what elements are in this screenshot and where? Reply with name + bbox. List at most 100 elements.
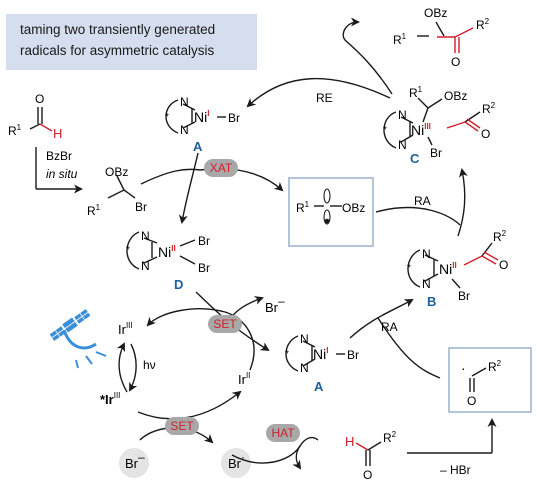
aldehyde-h: H: [53, 126, 62, 141]
svg-text:O: O: [481, 127, 490, 141]
ir3-label: IrIII: [118, 321, 133, 337]
svg-text:R2: R2: [488, 359, 502, 374]
svg-text:N: N: [141, 259, 150, 273]
svg-text:Br: Br: [458, 289, 470, 303]
svg-text:*: *: [285, 349, 289, 360]
title-line-2: radicals for asymmetric catalysis: [20, 43, 215, 58]
aldehyde-lower: H R2 O: [345, 430, 397, 482]
br-anion-top: Br–: [265, 294, 285, 315]
catalyst-b: N N * NiII R2 O Br: [407, 229, 508, 303]
reagent-bzbr: BzBr: [46, 149, 72, 163]
svg-text:N: N: [398, 138, 407, 152]
ir-relax-arrow: [116, 342, 128, 393]
svg-text:R2: R2: [482, 101, 496, 116]
xat-curve-left: [140, 168, 201, 185]
set-lower-arrow: [137, 390, 242, 420]
re-arrow: [246, 77, 391, 108]
svg-text:N: N: [141, 229, 150, 243]
label-minus-hbr: – HBr: [440, 463, 471, 477]
product-r2: R2: [476, 17, 490, 32]
ir-cycle-upper-arrow: [146, 308, 255, 371]
acyl-radical: · R2 O: [461, 359, 502, 408]
satellite-icon: [49, 309, 107, 369]
label-b: B: [427, 294, 436, 309]
svg-text:N: N: [422, 277, 431, 291]
bromo-br: Br: [135, 200, 147, 214]
svg-text:OBz: OBz: [444, 89, 467, 103]
svg-text:Br: Br: [198, 261, 210, 275]
svg-text:N: N: [422, 247, 431, 261]
svg-text:*: *: [407, 263, 411, 274]
aldehyde-oxygen: O: [35, 92, 44, 106]
br-anion: Br–: [125, 450, 145, 471]
catalyst-d: N N * NiII Br Br: [126, 229, 210, 275]
badge-set-upper: [208, 315, 242, 333]
badge-set-lower: [165, 417, 199, 435]
acyl-radical-box: [448, 347, 532, 413]
svg-text:NiII: NiII: [158, 244, 176, 260]
ra-arrow-upper: [457, 168, 468, 237]
svg-text:R1: R1: [409, 85, 423, 100]
badge-xat-text: XAT: [210, 161, 233, 175]
aldehyde-start: [29, 107, 53, 132]
svg-text:NiI: NiI: [194, 109, 209, 125]
br-radical: Br·: [228, 450, 245, 471]
svg-text:Br: Br: [430, 146, 442, 160]
title-box: taming two transiently generated radical…: [6, 14, 257, 70]
svg-text:R2: R2: [383, 430, 397, 445]
svg-text:N: N: [180, 123, 189, 137]
svg-text:·: ·: [461, 360, 466, 376]
svg-text:OBz: OBz: [342, 201, 365, 215]
badge-xat: [204, 159, 238, 177]
svg-text:*: *: [126, 245, 130, 256]
svg-text:*: *: [383, 125, 387, 136]
bromo-r1: R1: [87, 203, 101, 218]
badge-hat-text: HAT: [271, 426, 295, 440]
catalyst-c: N N * NiIII R1 OBz R2 O Br: [383, 85, 496, 160]
alkyl-radical: R1 OBz: [296, 188, 365, 225]
svg-text:H: H: [345, 434, 354, 449]
hat-arrow-down: [292, 445, 302, 470]
br-anion-bubble: [119, 448, 149, 478]
svg-text:NiI: NiI: [313, 346, 328, 362]
label-a-lower: A: [314, 379, 324, 394]
svg-text:R2: R2: [493, 229, 507, 244]
radical-to-b-curve: [375, 206, 461, 226]
aldehyde-r1: R1: [8, 123, 22, 138]
product-release-arrow: [342, 17, 393, 95]
badge-set-upper-text: SET: [213, 317, 237, 331]
bromo-obz: OBz: [105, 165, 128, 179]
reagent-in-situ: in situ: [46, 167, 78, 181]
label-ra-upper: RA: [414, 194, 431, 208]
label-hv: hν: [143, 358, 156, 372]
title-line-1: taming two transiently generated: [20, 22, 216, 37]
label-ra-lower: RA: [381, 320, 398, 334]
svg-text:*: *: [165, 112, 169, 123]
ir2-label: IrII: [238, 371, 250, 387]
ir3-excited-label: *IrIII: [100, 391, 120, 407]
label-c: C: [410, 151, 420, 166]
label-re: RE: [316, 91, 333, 105]
hv-arrow: [129, 343, 138, 392]
acyl-to-b-curve: [377, 317, 441, 379]
svg-text:NiII: NiII: [439, 261, 457, 277]
product-molecule: [417, 21, 474, 53]
svg-text:Br: Br: [347, 348, 359, 362]
svg-text:N: N: [180, 95, 189, 109]
br-radical-bubble: [221, 448, 251, 478]
svg-text:N: N: [300, 332, 309, 346]
catalyst-a-top: N N * NiI Br: [165, 95, 240, 137]
svg-text:N: N: [398, 108, 407, 122]
alkyl-radical-box: [288, 177, 374, 247]
svg-text:Br: Br: [228, 111, 240, 125]
svg-text:NiIII: NiIII: [411, 122, 431, 138]
badge-set-lower-text: SET: [170, 419, 194, 433]
svg-text:Br: Br: [198, 234, 210, 248]
catalyst-a-lower: N N * NiI Br: [285, 332, 359, 375]
bromo-benzoate: [107, 175, 136, 199]
svg-text:N: N: [300, 361, 309, 375]
svg-text:O: O: [363, 468, 372, 482]
svg-text:R1: R1: [296, 200, 310, 215]
ra-arrow-lower: [349, 299, 414, 339]
